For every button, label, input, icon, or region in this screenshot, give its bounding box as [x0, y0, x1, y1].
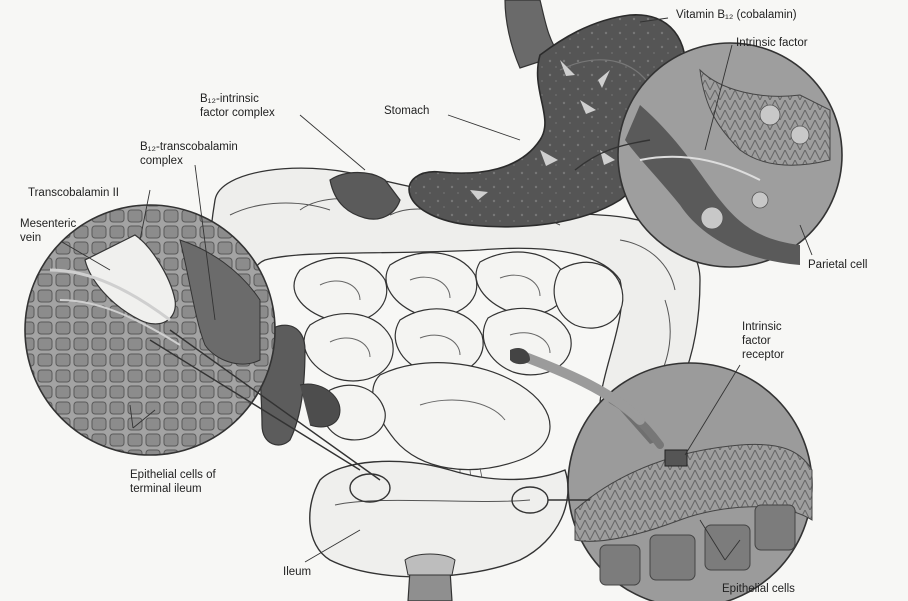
label-parietal-cell: Parietal cell: [808, 258, 867, 272]
label-transcobalamin: Transcobalamin II: [28, 186, 119, 200]
label-vitamin-b12: Vitamin B₁₂ (cobalamin): [676, 8, 797, 22]
label-ileum: Ileum: [283, 565, 311, 579]
label-intrinsic-factor: Intrinsic factor: [736, 36, 808, 50]
label-stomach: Stomach: [384, 104, 429, 118]
label-b12-if-complex: B₁₂-intrinsic factor complex: [200, 92, 275, 120]
label-epithelial-terminal: Epithelial cells of terminal ileum: [130, 468, 216, 496]
label-epithelial-cells: Epithelial cells: [722, 582, 795, 596]
small-intestine: [294, 252, 623, 469]
label-mesenteric-vein: Mesenteric vein: [20, 217, 76, 245]
stomach-zoom-lens: [618, 43, 842, 267]
label-b12-tc-complex: B₁₂-transcobalamin complex: [140, 140, 238, 168]
label-if-receptor: Intrinsic factor receptor: [742, 320, 784, 362]
